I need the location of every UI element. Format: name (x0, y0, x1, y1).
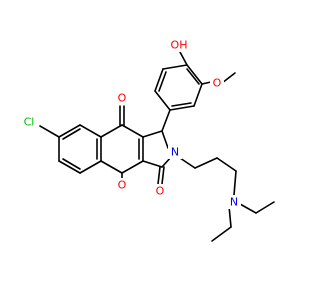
bond (161, 109, 171, 132)
bond (142, 160, 163, 168)
bond (228, 205, 232, 228)
bond (121, 124, 144, 138)
bond (216, 157, 237, 172)
bond (255, 201, 275, 214)
bond (157, 166, 161, 185)
molecule-diagram: Cl O O O N N OH O (19, 38, 275, 242)
atom-o-carbonyl-top: O (118, 92, 127, 105)
bond (161, 166, 165, 185)
label-bg (168, 145, 182, 159)
label-bg (168, 38, 190, 52)
label-bg (227, 195, 241, 209)
bond (233, 170, 237, 196)
bond (194, 157, 218, 169)
atom-n-amine: N (230, 196, 238, 209)
bond (58, 160, 81, 174)
atom-o-methoxy: O (213, 77, 222, 90)
atom-n-lactam: N (171, 146, 179, 159)
bond (142, 130, 163, 138)
bond (154, 68, 164, 92)
atom-o-ring: O (118, 179, 127, 192)
bond (58, 124, 81, 138)
bond (100, 160, 123, 174)
bond (239, 203, 257, 214)
bond-double-inner (158, 71, 167, 92)
atom-cl: Cl (24, 116, 35, 129)
bond (79, 124, 102, 138)
bond (179, 51, 188, 66)
bond (221, 72, 236, 84)
bond (39, 125, 60, 138)
atom-label-layer: Cl O O O N N OH O (19, 38, 241, 209)
bond (154, 90, 171, 111)
bond-double-inner (171, 102, 192, 107)
bond-double-inner (62, 158, 81, 170)
bond-double-inner (62, 128, 81, 140)
bond (79, 160, 102, 174)
bond-layer (39, 51, 275, 242)
bond (169, 105, 195, 111)
label-bg (115, 91, 129, 105)
bond (201, 81, 212, 85)
atom-o-carbonyl-bottom: O (156, 185, 165, 198)
label-bg (19, 115, 39, 129)
bond (161, 130, 169, 149)
bond-double-inner (186, 68, 200, 85)
bond (100, 124, 123, 138)
bond (186, 64, 203, 85)
bond (193, 83, 203, 107)
label-bg (115, 178, 129, 192)
bond (121, 160, 144, 174)
bond (162, 64, 188, 70)
bond (211, 226, 232, 242)
atom-oh: OH (171, 39, 188, 52)
label-bg (210, 76, 224, 90)
label-bg (153, 184, 167, 198)
